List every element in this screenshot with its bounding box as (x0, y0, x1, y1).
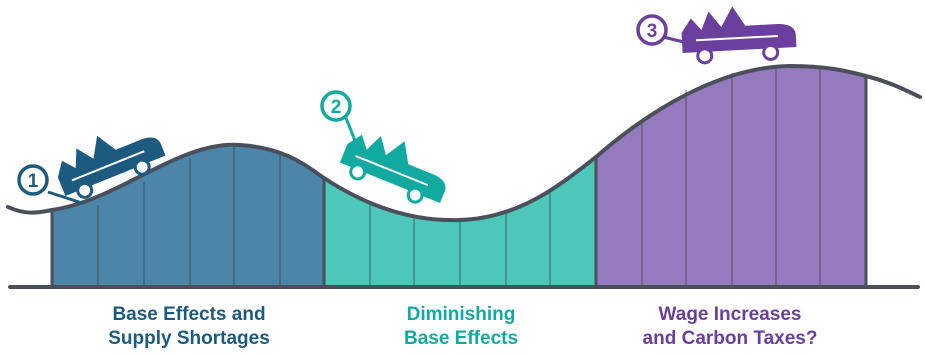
stage-3-badge: 3 (636, 14, 689, 46)
stage-3-caption-line-1: Wage Increases (658, 304, 802, 325)
coaster-track (6, 63, 922, 223)
coaster-car-1 (57, 135, 166, 199)
stage-3-number: 3 (647, 21, 658, 42)
stage-1-caption: Base Effects and Supply Shortages (64, 303, 314, 351)
stage-dividers (50, 76, 868, 286)
stage-2-number: 2 (331, 97, 342, 118)
stage-1-caption-line-1: Base Effects and (112, 304, 266, 325)
track-supports (97, 67, 821, 286)
stage-1-badge: 1 (17, 164, 83, 205)
stage-3-caption-line-2: and Carbon Taxes? (642, 328, 818, 349)
stage-1-area (52, 144, 324, 286)
stage-2-badge: 2 (320, 90, 360, 149)
stage-2-caption-line-1: Diminishing (406, 304, 516, 325)
stage-1-number: 1 (28, 171, 39, 192)
stage-1-caption-line-2: Supply Shortages (108, 328, 270, 349)
coaster-car-3 (681, 6, 797, 65)
stage-2-caption: Diminishing Base Effects (336, 303, 586, 351)
stage-3-area (596, 66, 866, 286)
stage-2-caption-line-2: Base Effects (403, 328, 519, 349)
stage-3-caption: Wage Increases and Carbon Taxes? (605, 303, 855, 351)
coaster-car-2 (339, 134, 446, 204)
